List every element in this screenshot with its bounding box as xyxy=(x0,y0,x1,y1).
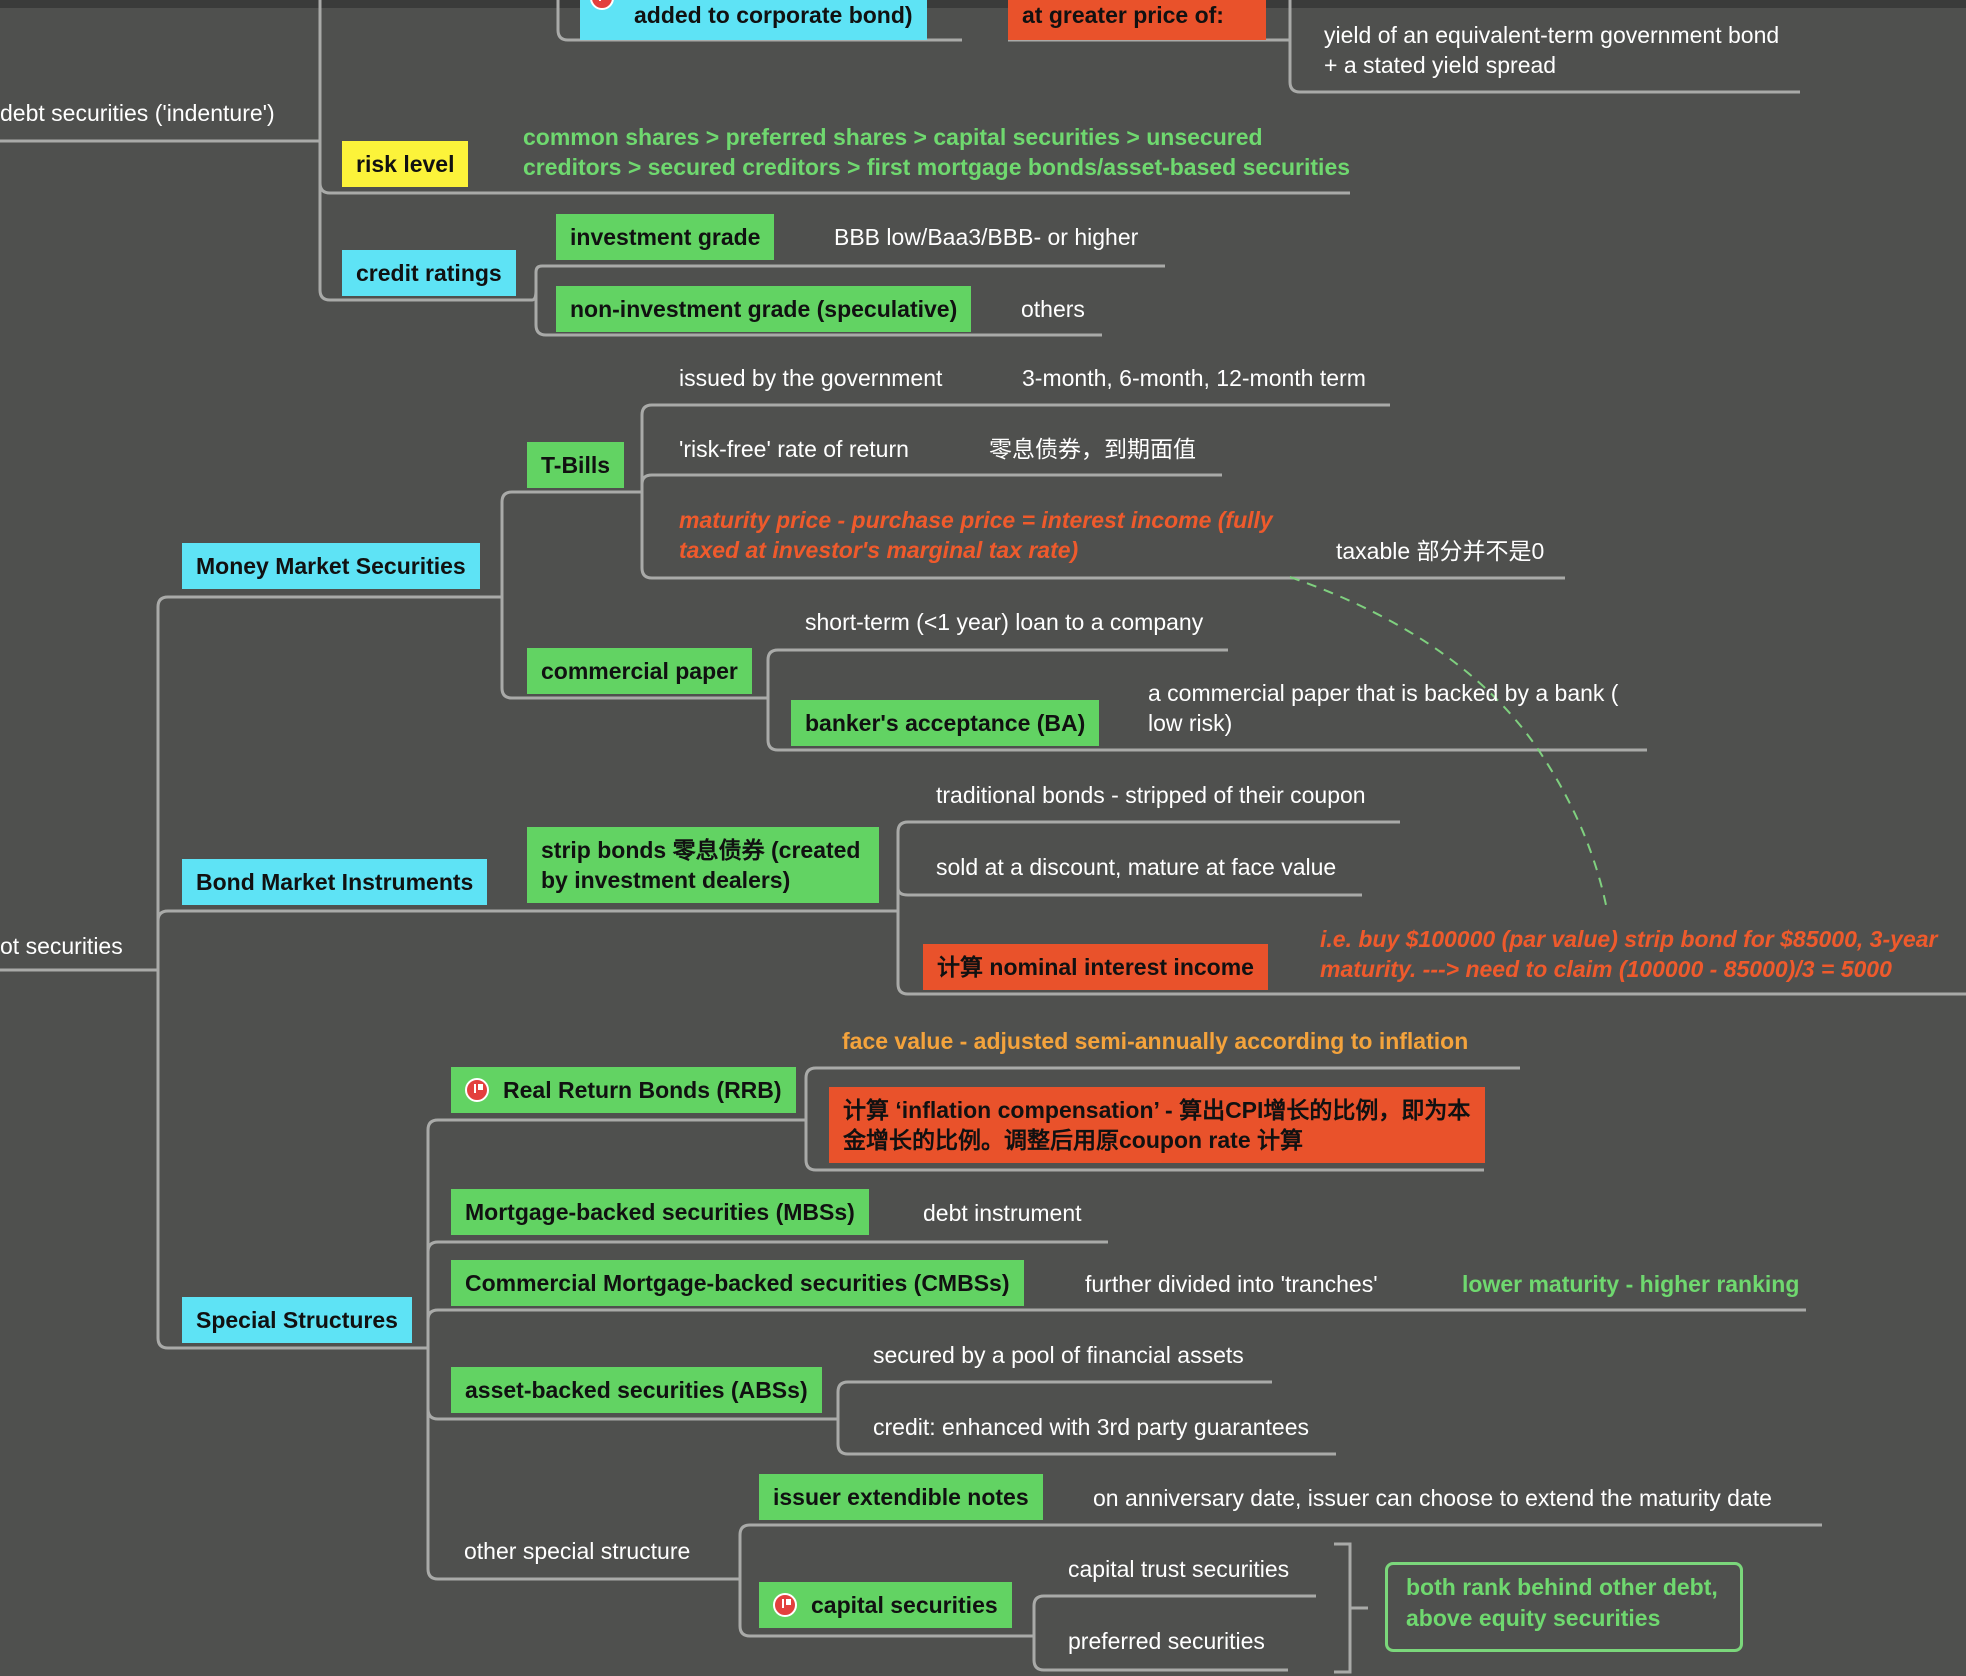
face-value-adj-node[interactable]: face value - adjusted semi-annually acco… xyxy=(842,1028,1469,1054)
issuer-extendible-node[interactable]: issuer extendible notes xyxy=(759,1474,1043,1520)
special-structures-node[interactable]: Special Structures xyxy=(182,1297,412,1343)
greater-price-node[interactable]: at greater price of: xyxy=(1008,0,1266,40)
added-corporate-node[interactable]: added to corporate bond) xyxy=(580,0,927,40)
rrb-node[interactable]: Real Return Bonds (RRB) xyxy=(451,1067,796,1113)
secured-pool-node[interactable]: secured by a pool of financial assets xyxy=(873,1342,1244,1368)
t-bills-node[interactable]: T-Bills xyxy=(527,442,625,488)
credit-enhanced-node[interactable]: credit: enhanced with 3rd party guarante… xyxy=(873,1414,1309,1440)
term-node[interactable]: 3-month, 6-month, 12-month term xyxy=(1022,365,1366,391)
bankers-acceptance-node[interactable]: banker's acceptance (BA) xyxy=(791,700,1100,746)
flag-icon xyxy=(465,1078,489,1102)
maturity-formula-node[interactable]: maturity price - purchase price = intere… xyxy=(679,507,1273,563)
capital-securities-node[interactable]: capital securities xyxy=(759,1582,1012,1628)
mbs-node[interactable]: Mortgage-backed securities (MBSs) xyxy=(451,1189,869,1235)
strip-bonds-node[interactable]: strip bonds 零息债券 (created by investment … xyxy=(527,827,879,903)
sold-discount-node[interactable]: sold at a discount, mature at face value xyxy=(936,854,1337,880)
investment-grade-node[interactable]: investment grade xyxy=(556,214,775,260)
bond-market-node[interactable]: Bond Market Instruments xyxy=(182,859,488,905)
flag-icon xyxy=(773,1593,797,1617)
preferred-securities-node[interactable]: preferred securities xyxy=(1068,1628,1265,1654)
money-market-node[interactable]: Money Market Securities xyxy=(182,543,480,589)
risk-free-node[interactable]: 'risk-free' rate of return xyxy=(679,436,909,462)
risk-order-node[interactable]: common shares > preferred shares > capit… xyxy=(523,124,1351,180)
lower-maturity-node[interactable]: lower maturity - higher ranking xyxy=(1462,1271,1800,1297)
others-node[interactable]: others xyxy=(1021,296,1085,322)
rank-behind-callout[interactable]: both rank behind other debt, above equit… xyxy=(1385,1562,1743,1652)
abs-node[interactable]: asset-backed securities (ABSs) xyxy=(451,1367,822,1413)
anniversary-node[interactable]: on anniversary date, issuer can choose t… xyxy=(1093,1485,1772,1511)
credit-ratings-node[interactable]: credit ratings xyxy=(342,250,516,296)
strip-example-node[interactable]: i.e. buy $100000 (par value) strip bond … xyxy=(1320,926,1938,982)
short-term-node[interactable]: short-term (<1 year) loan to a company xyxy=(805,609,1204,635)
ba-desc-node[interactable]: a commercial paper that is backed by a b… xyxy=(1148,680,1619,736)
debt-instrument-node[interactable]: debt instrument xyxy=(923,1200,1082,1226)
capital-trust-node[interactable]: capital trust securities xyxy=(1068,1556,1290,1582)
cmbs-node[interactable]: Commercial Mortgage-backed securities (C… xyxy=(451,1260,1024,1306)
flag-icon xyxy=(590,0,614,10)
tranches-node[interactable]: further divided into 'tranches' xyxy=(1085,1271,1378,1297)
non-investment-grade-node[interactable]: non-investment grade (speculative) xyxy=(556,286,972,332)
debt-securities-node[interactable]: ot securities xyxy=(0,933,123,959)
nominal-interest-node[interactable]: 计算 nominal interest income xyxy=(923,944,1268,990)
debt-indenture-node[interactable]: debt securities ('indenture') xyxy=(0,100,275,126)
yield-gov-node[interactable]: yield of an equivalent-term government b… xyxy=(1324,22,1780,78)
investment-grade-desc[interactable]: BBB low/Baa3/BBB- or higher xyxy=(834,224,1139,250)
risk-level-node[interactable]: risk level xyxy=(342,141,469,187)
commercial-paper-node[interactable]: commercial paper xyxy=(527,648,752,694)
issued-by-gov-node[interactable]: issued by the government xyxy=(679,365,943,391)
other-special-node[interactable]: other special structure xyxy=(464,1538,691,1564)
zero-coupon-cn-node[interactable]: 零息债券，到期面值 xyxy=(989,436,1196,462)
traditional-bonds-node[interactable]: traditional bonds - stripped of their co… xyxy=(936,782,1366,808)
inflation-comp-node[interactable]: 计算 ‘inflation compensation’ - 算出CPI增长的比例… xyxy=(829,1087,1485,1163)
window-top-edge xyxy=(0,0,1966,8)
taxable-cn-node[interactable]: taxable 部分并不是0 xyxy=(1336,538,1545,564)
